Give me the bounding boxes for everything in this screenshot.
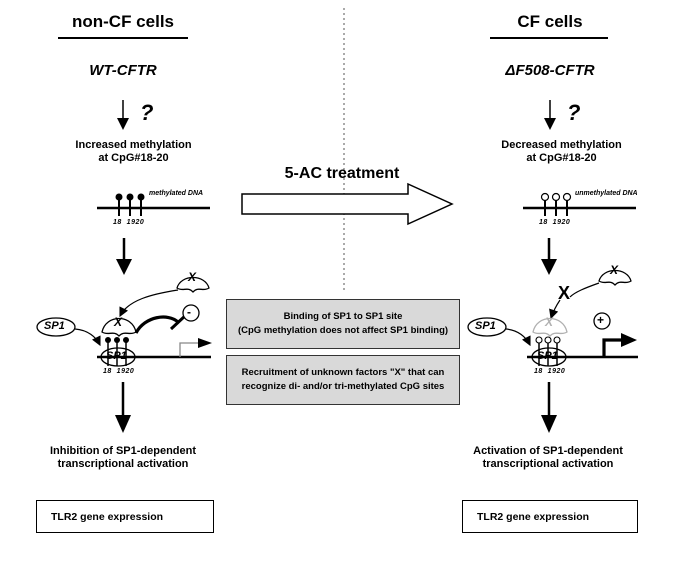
right-factor-x-ghost-label: X: [545, 315, 554, 329]
left-minus-circle: [182, 304, 200, 322]
left-tss: [179, 342, 200, 357]
right-dna-label: unmethylated DNA: [575, 190, 638, 197]
left-dna-label: methylated DNA: [149, 190, 204, 197]
right-site-numbers: 18 1920: [539, 219, 571, 226]
treatment-arrow: [241, 182, 454, 226]
right-expression-box: TLR2 gene expression: [462, 500, 638, 533]
right-block-mark: X: [558, 283, 571, 303]
right-sp1-free-label: SP1: [475, 320, 496, 332]
right-tss: [602, 338, 624, 357]
right-down-arrow-2: [541, 382, 557, 433]
left-x-recruit-arrow: [119, 289, 179, 318]
right-sp1-free-shape: [467, 317, 507, 337]
left-factor-x-label: X: [188, 270, 197, 284]
right-tss-head: [621, 333, 637, 347]
right-sp1-bound-label: SP1: [537, 350, 558, 362]
left-outcome: Inhibition of SP1-dependent transcriptio…: [49, 445, 197, 470]
left-factor-x-bound-label: X: [114, 315, 123, 329]
left-site-numbers-lower: 18 1920: [103, 368, 135, 375]
right-x-path-b: [549, 299, 561, 320]
right-factor-x-shape: [598, 269, 632, 287]
right-plus-sign: +: [597, 313, 605, 327]
right-input-arrow: [544, 100, 556, 130]
left-factor-x-shape: [176, 276, 210, 294]
left-panel-title: Increased methylation at CpG#18-20: [75, 139, 192, 164]
sp1-binding-box: Binding of SP1 to SP1 site (CpG methylat…: [226, 299, 460, 349]
left-promoter-methyl-sites: [105, 337, 129, 366]
left-question-mark: ?: [140, 100, 154, 125]
factor-x-recruitment-box: Recruitment of unknown factors "X" that …: [226, 355, 460, 405]
right-expression-label: TLR2 gene expression: [477, 510, 590, 523]
right-unmethyl-sites: [540, 192, 572, 216]
right-factor-x-label: X: [610, 263, 619, 277]
right-sp1-arrow: [505, 328, 531, 347]
left-down-arrow-2: [115, 382, 131, 433]
right-panel-title: Decreased methylation at CpG#18-20: [501, 139, 622, 164]
right-x-path-a: [569, 282, 600, 298]
right-factor-x-ghost-shape: [532, 317, 568, 338]
left-sp1-free-shape: [36, 317, 76, 337]
left-heading: non-CF cells: [71, 12, 174, 31]
left-site-numbers: 18 1920: [113, 219, 145, 226]
left-minus-sign: -: [187, 305, 191, 319]
right-down-arrow-1: [541, 238, 557, 275]
left-down-arrow-1: [116, 238, 132, 275]
left-methyl-sites: [115, 193, 145, 216]
left-expression-label: TLR2 gene expression: [51, 510, 164, 523]
right-site-numbers-lower: 18 1920: [534, 368, 566, 375]
left-sp1-bound-label: SP1: [106, 350, 127, 362]
right-gene-label: ΔF508-CFTR: [505, 62, 595, 79]
left-input-arrow: [117, 100, 129, 130]
left-inhibition-bar: [169, 313, 188, 331]
left-gene-label: WT-CFTR: [89, 62, 157, 79]
right-question-mark: ?: [567, 100, 581, 125]
left-factor-x-bound-shape: [101, 317, 137, 338]
right-outcome: Activation of SP1-dependent transcriptio…: [473, 445, 623, 470]
treatment-label: 5-AC treatment: [284, 165, 400, 182]
left-sp1-free-label: SP1: [44, 320, 65, 332]
left-sp1-arrow: [74, 328, 101, 347]
left-tss-head: [198, 338, 212, 348]
right-plus-circle: [593, 312, 611, 330]
right-promoter-unmethyl-sites: [535, 336, 561, 366]
left-expression-box: TLR2 gene expression: [36, 500, 214, 533]
left-inhibition-arc: [134, 315, 180, 334]
right-heading: CF cells: [517, 12, 583, 31]
